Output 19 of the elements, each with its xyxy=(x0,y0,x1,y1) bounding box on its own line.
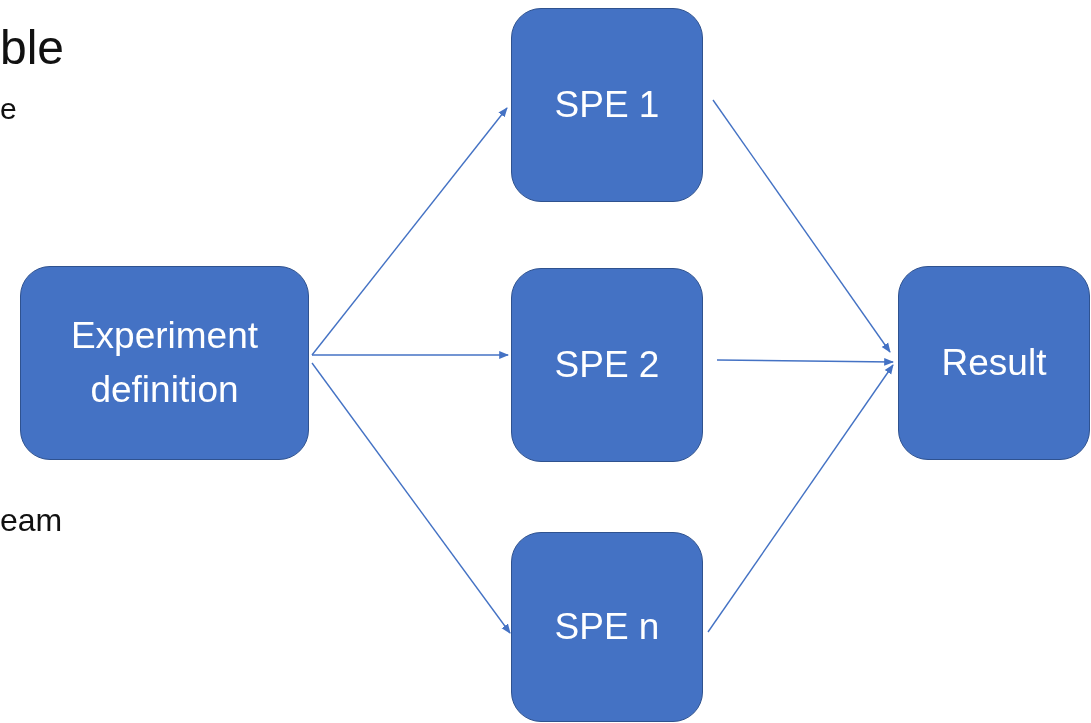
text-fragment: eam xyxy=(0,502,63,539)
process-box xyxy=(511,8,703,202)
box-label: SPE 2 xyxy=(554,343,660,388)
text-fragment: ble xyxy=(0,20,65,75)
process-box xyxy=(511,268,703,462)
arrow xyxy=(311,351,509,359)
box-label: SPE 1 xyxy=(554,83,660,128)
arrow xyxy=(716,358,894,366)
arrow xyxy=(311,362,511,634)
box-label: SPE n xyxy=(554,605,660,650)
process-box xyxy=(511,532,703,722)
arrow xyxy=(712,99,891,353)
box-label: Result xyxy=(941,341,1047,386)
text-fragment: e xyxy=(0,92,17,126)
box-label: Experiment definition xyxy=(69,314,260,412)
process-box xyxy=(898,266,1090,460)
arrow xyxy=(311,107,508,356)
process-box xyxy=(20,266,309,460)
arrow xyxy=(707,364,894,633)
